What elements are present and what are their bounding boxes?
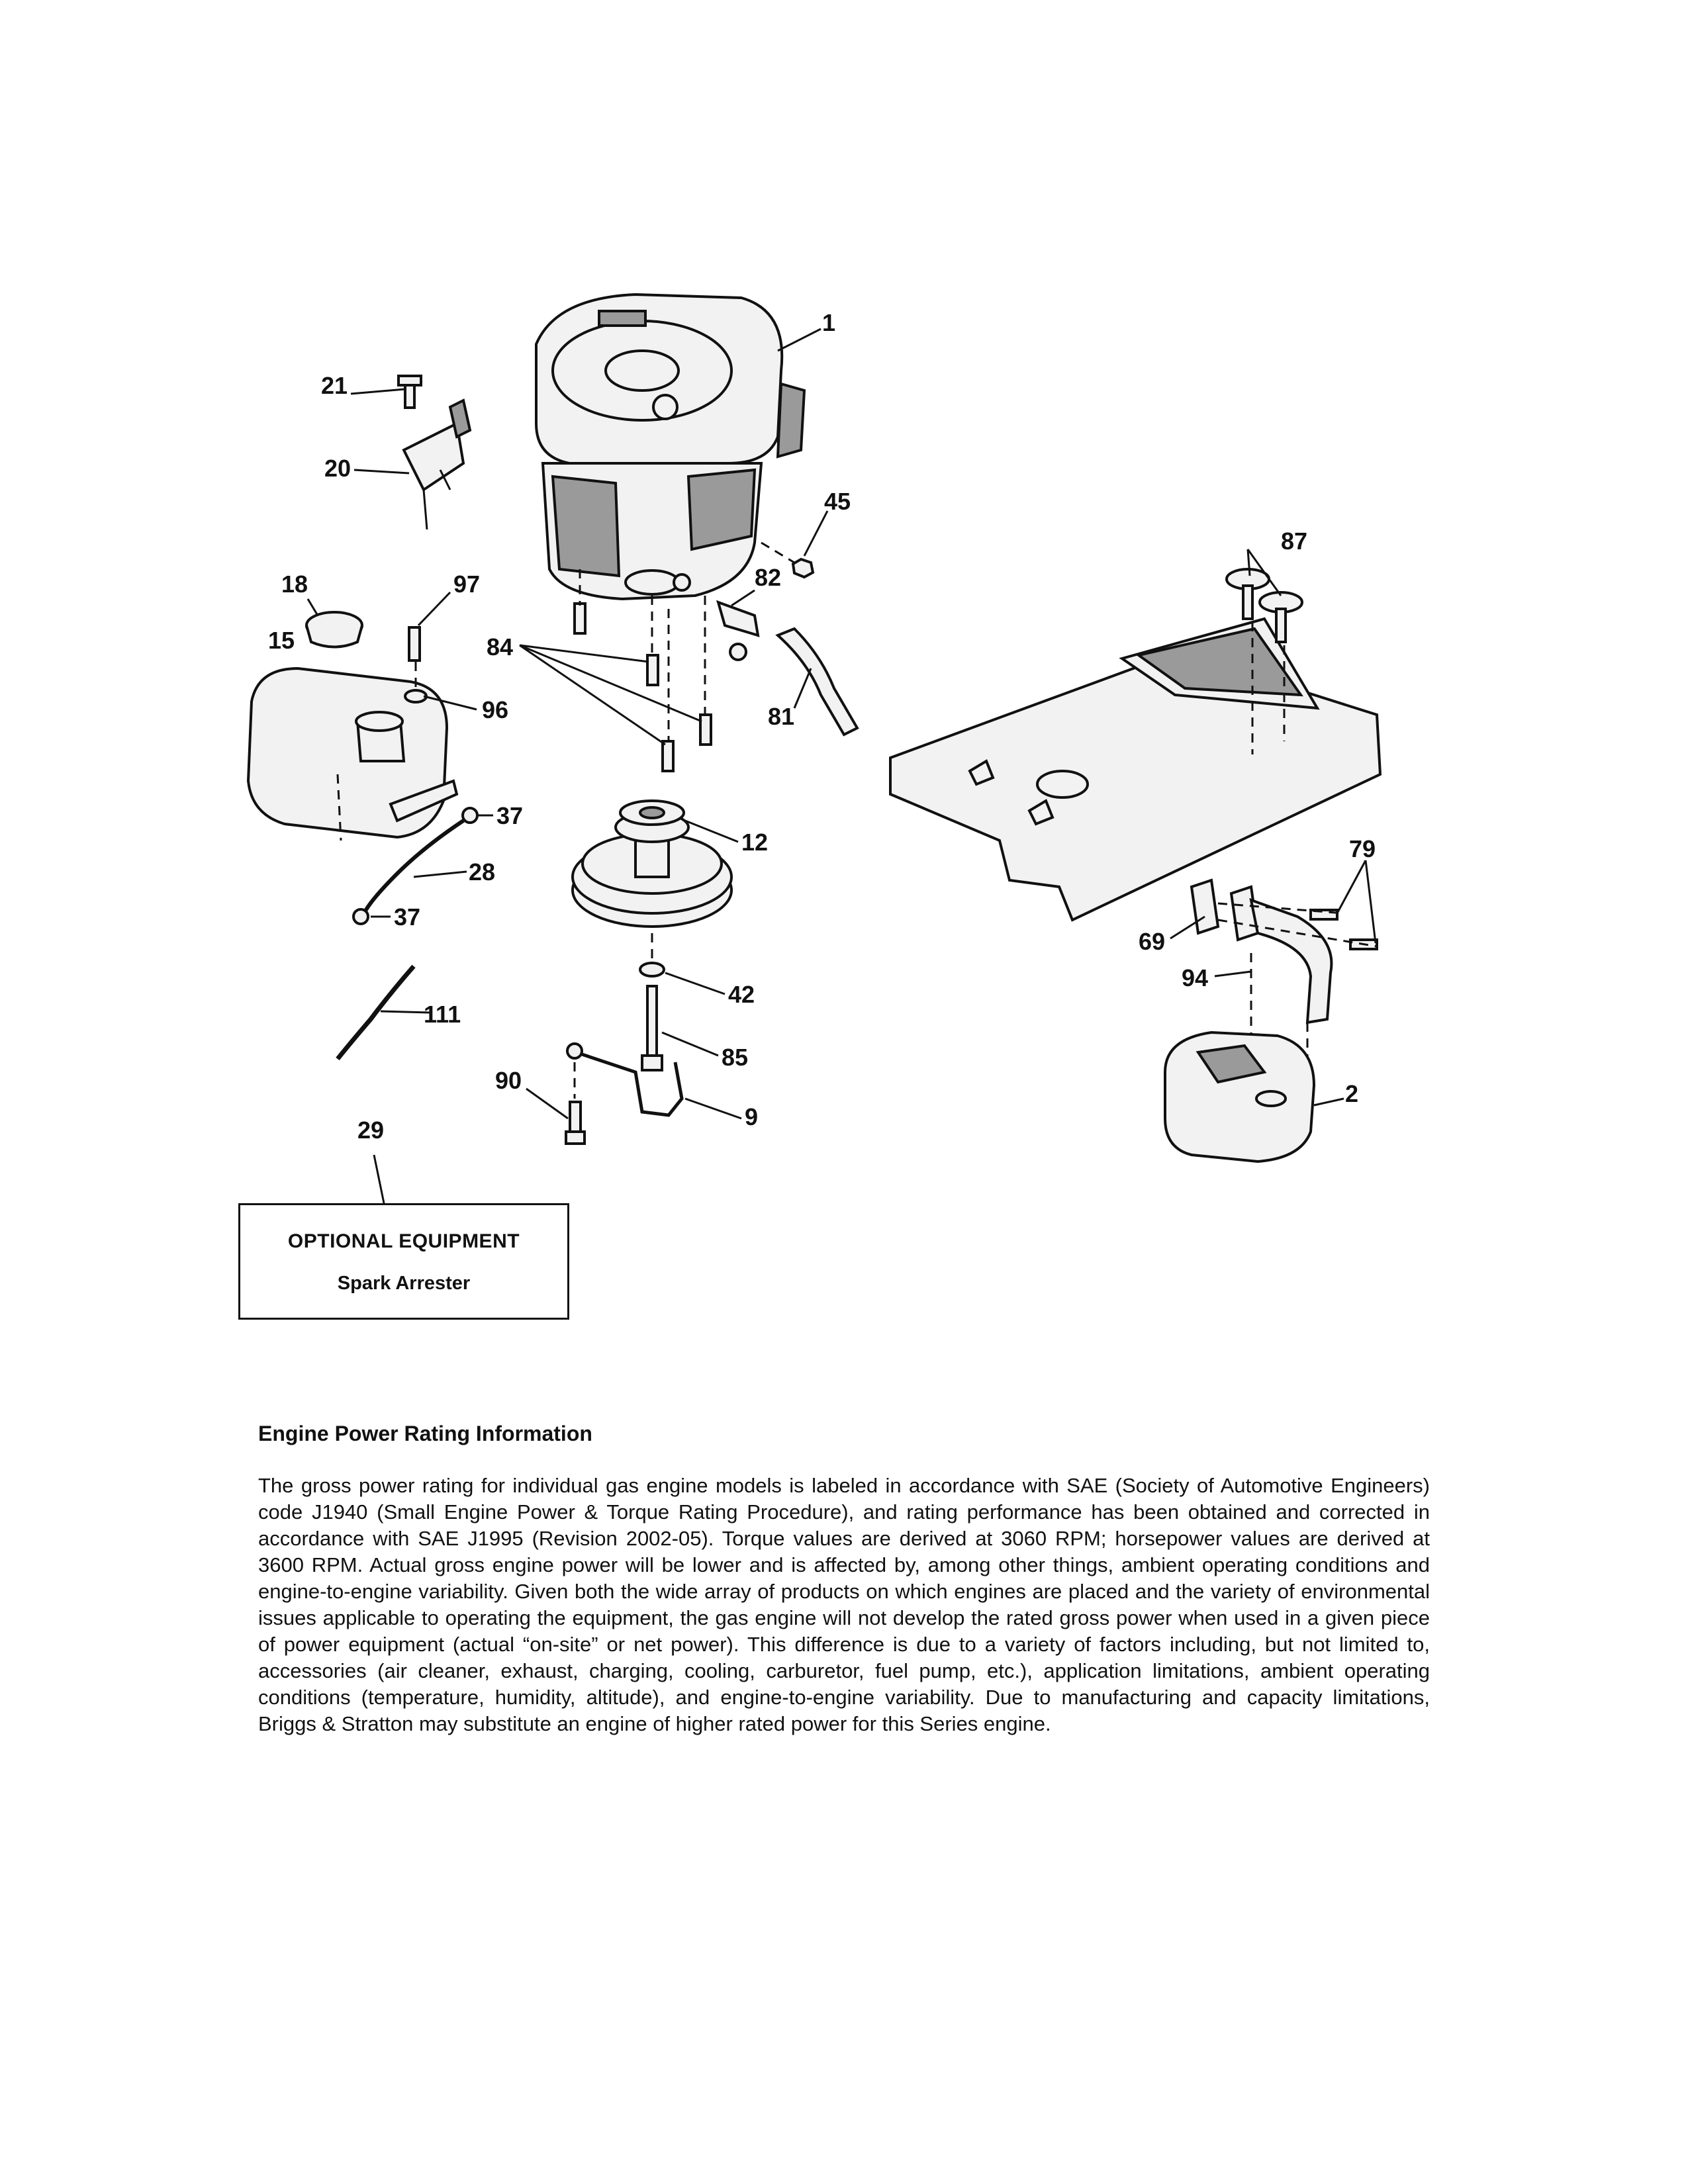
throttle-control-illustration <box>397 375 472 530</box>
callout-42: 42 <box>728 981 755 1008</box>
callout-94: 94 <box>1182 964 1208 991</box>
engine-info-body: The gross power rating for individual ga… <box>258 1474 1430 1735</box>
fuel-line-illustration <box>336 807 479 1061</box>
engine-power-rating-section: Engine Power Rating Information The gros… <box>258 1422 1430 1737</box>
callout-28: 28 <box>469 858 495 886</box>
engine-info-title: Engine Power Rating Information <box>258 1422 592 1445</box>
callout-84: 84 <box>487 633 513 660</box>
callout-111: 111 <box>424 1001 461 1028</box>
optional-equipment-title: OPTIONAL EQUIPMENT <box>287 1230 520 1252</box>
fuel-cap-illustration <box>305 611 363 649</box>
optional-equipment-item: Spark Arrester <box>337 1273 471 1294</box>
callout-37-top: 37 <box>496 802 523 829</box>
callout-69: 69 <box>1139 928 1165 955</box>
knobs-illustration <box>1225 568 1303 754</box>
callout-87: 87 <box>1281 527 1307 555</box>
callout-9: 9 <box>745 1103 758 1130</box>
callout-1: 1 <box>822 309 835 336</box>
oil-drain-illustration <box>716 541 859 737</box>
fuel-tank-illustration <box>246 666 459 841</box>
callout-81: 81 <box>768 703 794 730</box>
exhaust-illustration <box>1164 878 1378 1163</box>
callout-97: 97 <box>453 570 480 598</box>
engine-illustration <box>535 293 806 601</box>
callout-20: 20 <box>324 455 351 482</box>
callout-90: 90 <box>495 1067 522 1094</box>
leader-lines <box>306 328 1377 1204</box>
pulley-hardware-illustration <box>565 933 684 1145</box>
callout-21: 21 <box>321 372 348 399</box>
callout-2: 2 <box>1345 1080 1358 1107</box>
engine-bolts-illustration <box>404 569 712 772</box>
callout-85: 85 <box>722 1044 748 1071</box>
callout-29: 29 <box>357 1116 384 1144</box>
callout-82: 82 <box>755 564 781 591</box>
callout-15: 15 <box>268 627 295 654</box>
pulley-illustration <box>571 799 733 928</box>
callout-79: 79 <box>1349 835 1376 862</box>
optional-equipment-box: OPTIONAL EQUIPMENT Spark Arrester <box>238 1203 569 1320</box>
callout-45: 45 <box>824 488 851 515</box>
callout-18: 18 <box>281 570 308 598</box>
callout-12: 12 <box>741 829 768 856</box>
callout-numbers: 1 2 9 12 15 18 20 21 28 29 37 37 42 45 6… <box>268 309 1376 1144</box>
callout-37-bottom: 37 <box>394 903 420 931</box>
parts-diagram: 1 2 9 12 15 18 20 21 28 29 37 37 42 45 6… <box>246 293 1382 1204</box>
callout-96: 96 <box>482 696 508 723</box>
frame-illustration <box>889 617 1382 922</box>
